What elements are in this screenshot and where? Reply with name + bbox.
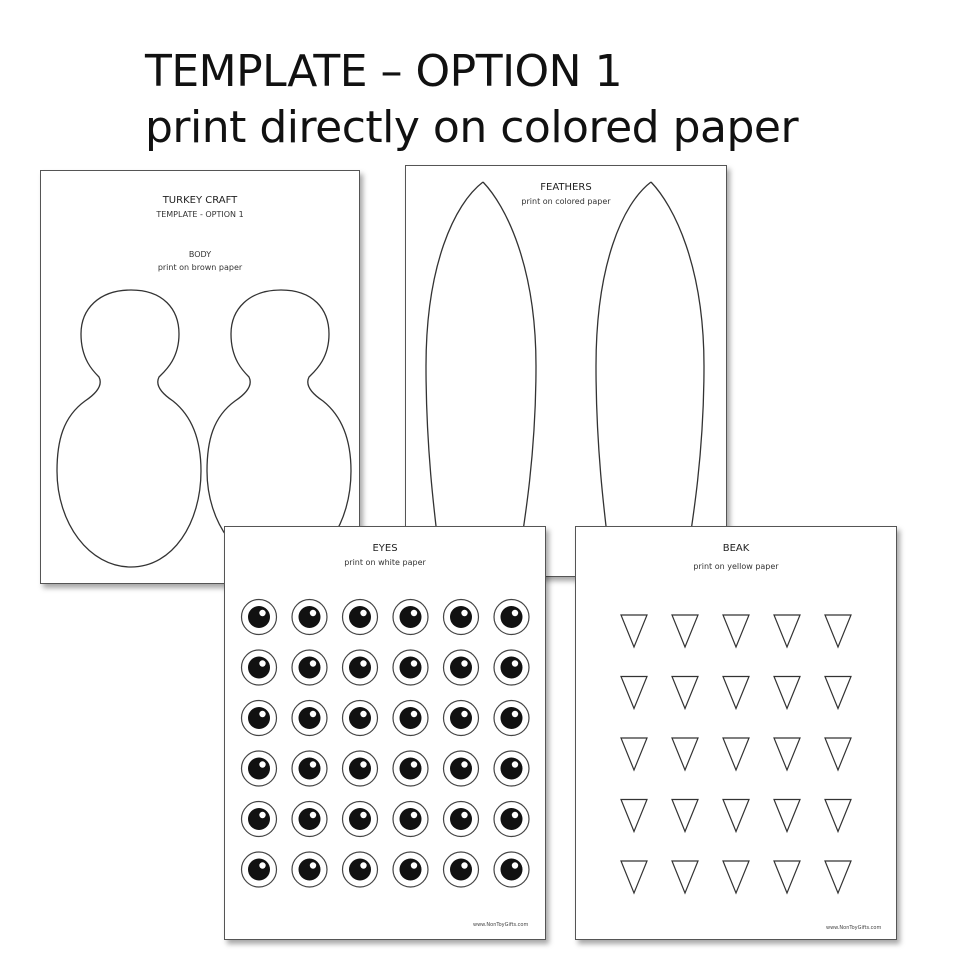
beak-triangle [671,614,699,649]
eye-cutout [291,750,328,787]
eye-cutout [341,851,379,888]
eye-cutout [442,699,480,737]
eye-cutout [291,851,328,888]
eyes-instruction: print on white paper [344,558,426,567]
feathers-template-sheet: FEATHERS print on colored paper [405,165,727,577]
eyes-sheet-title: EYES [372,543,398,554]
eye-cutout [341,800,379,838]
beak-triangle [722,675,750,711]
eye-cutout [493,800,530,838]
eye-cutout [493,699,530,737]
eye-cutout [341,598,379,636]
body-section-label: BODY [188,250,212,259]
heading-line-1: TEMPLATE – OPTION 1 [145,46,623,97]
beak-triangle [824,860,852,895]
eye-cutout [291,598,328,636]
beak-triangle [620,798,648,834]
eye-cutout [493,750,530,787]
beak-triangle [773,860,801,895]
feather-shape-left [425,181,537,577]
beak-triangle [620,860,648,895]
beak-triangle [671,675,699,711]
eye-cutout [291,800,328,838]
beak-triangle [671,798,699,834]
eye-cutout [240,598,278,636]
body-shapes [56,289,352,568]
feather-shapes [425,181,705,577]
beak-triangle [620,737,648,772]
eye-cutout [392,649,429,686]
page-heading: TEMPLATE – OPTION 1 print directly on co… [145,44,799,156]
eye-cutout [341,699,379,737]
beak-triangle [773,675,801,711]
eye-cutout [392,699,429,737]
beak-triangle [824,675,852,711]
eye-cutout [493,851,530,888]
eye-cutout [240,750,278,787]
eye-cutout [240,699,278,737]
beak-credit: www.NonToyGifts.com [826,925,882,931]
eye-cutout [341,750,379,787]
eye-cutout [240,649,278,686]
eye-cutout [291,649,328,686]
eyes-credit: www.NonToyGifts.com [473,922,529,928]
beak-triangle [722,798,750,834]
beak-triangle [671,737,699,772]
beak-triangle [620,614,648,649]
eye-cutout [392,851,429,888]
beak-triangle [671,860,699,895]
beak-triangle [620,675,648,711]
eye-cutout [341,649,379,686]
body-instruction: print on brown paper [157,263,243,272]
beak-triangle [824,614,852,649]
body-template-sheet: TURKEY CRAFT TEMPLATE - OPTION 1 BODY pr… [40,170,360,584]
eye-cutout [240,800,278,838]
beak-triangle [773,614,801,649]
eye-cutout [291,699,328,737]
beak-sheet-title: BEAK [722,543,750,554]
eye-cutout [392,800,429,838]
body-sheet-subtitle: TEMPLATE - OPTION 1 [156,210,244,219]
feather-shape-right [595,181,705,577]
turkey-body-shape-left [56,289,202,568]
beak-triangle [773,737,801,772]
eye-cutout [442,851,480,888]
eye-cutout [392,750,429,787]
eye-cutout [442,649,480,686]
beak-triangle [824,798,852,834]
beak-instruction: print on yellow paper [693,562,779,571]
feathers-instruction: print on colored paper [521,197,611,206]
eye-cutout [442,750,480,787]
eye-cutout [493,649,530,686]
body-sheet-title: TURKEY CRAFT [162,195,238,206]
beak-triangle [722,860,750,895]
eye-cutout [392,598,429,636]
eyes-grid [240,598,530,888]
beak-triangle [824,737,852,772]
eye-cutout [493,598,530,636]
beak-triangle [722,737,750,772]
feathers-sheet-title: FEATHERS [540,182,592,193]
beak-grid [620,614,852,895]
beak-template-sheet: BEAK print on yellow paper www.NonToyGif… [575,526,897,940]
heading-line-2: print directly on colored paper [145,102,799,153]
eye-cutout [442,598,480,636]
beak-triangle [773,798,801,834]
beak-triangle [722,614,750,649]
eye-cutout [442,800,480,838]
eye-cutout [240,851,278,888]
eyes-template-sheet: EYES print on white paper www.NonToyGift… [224,526,546,940]
